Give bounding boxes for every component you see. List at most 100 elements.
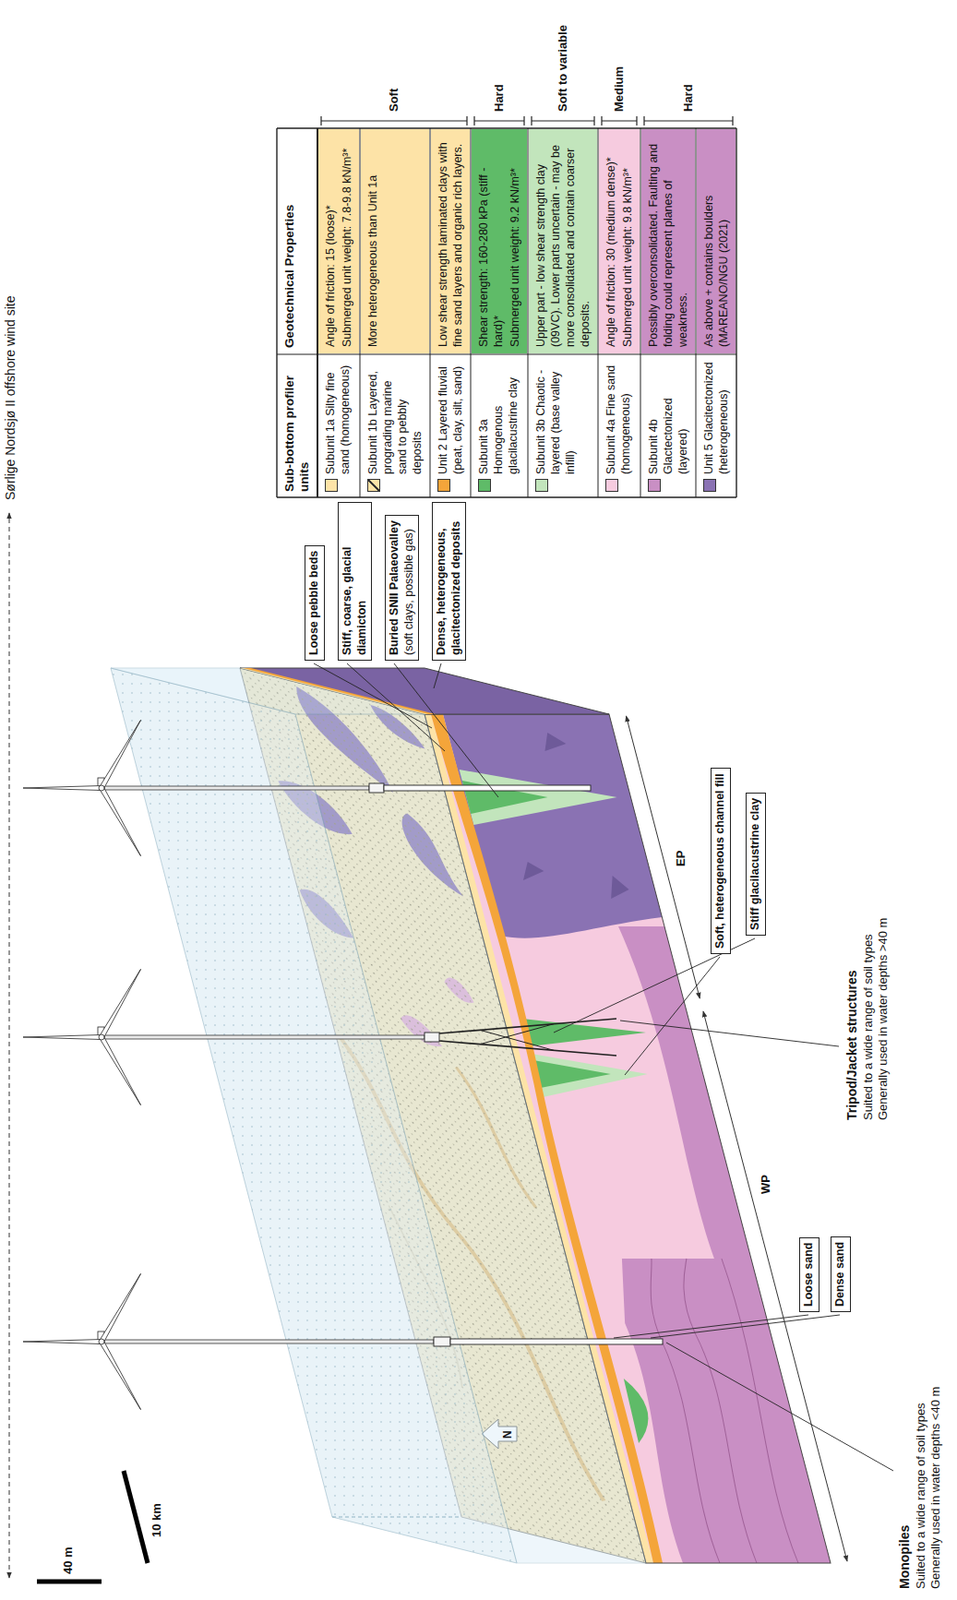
legend-item: Subunit 4b Glactectonized (layered) [645,359,691,492]
wind-turbine [99,968,142,1039]
property-cell: Low shear strength laminated clays with … [430,129,470,354]
leader-line [613,1315,809,1339]
section-extent-line [703,1011,848,1562]
legend-swatch [478,478,491,492]
scale-label: 10 km [149,1503,165,1538]
cross-section [673,1258,766,1564]
wind-turbine [23,1035,102,1041]
callout-box: Stiff, coarse, glacial diamicton [337,502,372,661]
cross-section [605,875,633,899]
callout-box: Dense sand [830,1236,851,1313]
wind-turbine [99,719,142,790]
wind-turbine [99,787,142,857]
wind-turbine [23,786,102,791]
box-text: Stiff, coarse, glacial diamicton [340,507,370,656]
legend-item: Unit 2 Layered fluvial (peat, clay, silt… [435,359,466,492]
leader-line [624,957,720,1076]
legend-swatch [647,478,661,492]
foundation-note: Generally used in water depths <40 m [928,1387,944,1590]
section-extent-line [626,716,701,999]
legend-text: Subunit 4b Glactectonized (layered) [645,359,691,492]
north-label: N [501,1430,515,1439]
section-label: EP [673,850,689,867]
foundation-note: Generally used in water depths >40 m [875,918,891,1121]
bracket-line [523,116,525,126]
wind-turbine [98,785,105,791]
legend-text: Subunit 1b Layered, prograding marine sa… [365,359,425,492]
legend-swatch [367,478,381,492]
bracket-line [531,119,595,121]
legend-text: Unit 5 Glacitectonized (heterogeneous) [701,359,731,492]
box-text: Soft, heterogeneous channel fill [713,773,729,949]
legend-item: Subunit 3a Homogenous glacilacustrine cl… [476,359,521,492]
legend-swatch [535,478,549,492]
callout-box: Stiff glacilacustrine clay [745,792,766,936]
table-rule [276,496,737,498]
cross-section [618,926,752,1259]
wind-turbine [23,1339,102,1345]
bracket-line [643,116,645,126]
wind-turbine [23,1273,663,1410]
leader-line [433,663,442,689]
water-box [332,1517,462,1519]
wind-turbine [99,1036,142,1106]
callout-box: Loose pebble beds [304,545,325,661]
legend-swatch [703,478,717,492]
box-text: Submerged unit weight: 7.8-9.8 kN/m³* [339,135,355,347]
strength-class: Soft [386,88,402,112]
cross-section [518,861,547,881]
foundation-title: Monopiles [897,1525,913,1590]
wind-turbine [98,1339,105,1345]
wind-turbine [23,968,617,1105]
wind-turbine [433,1337,451,1347]
callout-box: Dense, heterogeneous, glacitectonized de… [431,502,467,661]
legend-item: Subunit 1a Silty fine sand (homogeneous) [322,359,353,492]
wind-turbine [479,1029,554,1051]
box-text: Buried SNII Palaeovalley [387,520,403,656]
bracket-line [466,116,467,126]
foundation-note: Suited to a wide range of soil types [861,933,876,1121]
foundation-note: Suited to a wide range of soil types [913,1402,929,1590]
callout-box: Loose sand [799,1237,820,1313]
legend-text: Subunit 3a Homogenous glacilacustrine cl… [476,359,521,492]
box-text: As above + contains boulders (MAREANO/NG… [701,135,731,347]
box-text: Shear strength: 160-280 kPa (stiff - har… [476,135,506,347]
box-text: More heterogeneous than Unit 1a [365,135,381,347]
bracket-line [473,116,475,126]
section-label: WP [758,1174,774,1195]
box-text: Loose pebble beds [307,550,323,656]
box-text: Dense, heterogeneous, glacitectonized de… [434,507,464,656]
scale-label: 40 m [60,1546,76,1575]
box-text: Angle of friction: 15 (loose)* [322,135,338,347]
wind-turbine [23,719,591,856]
depth-scale-bar [36,1579,102,1585]
water-box [110,668,646,1564]
table-rule [735,128,737,498]
cross-section [539,732,568,752]
cross-section [459,769,625,826]
table-header: Geotechnical Properties [282,134,298,348]
distance-scale-bar [123,1471,148,1564]
legend-text: Subunit 3b Chaotic - layered (base valle… [533,359,578,492]
property-cell: More heterogeneous than Unit 1a [360,129,430,354]
legend-swatch [324,478,338,492]
box-text: Possibly overconsolidated. Faulting and … [645,135,691,347]
bracket-line [635,116,637,126]
box-text: (soft clays, possible gas) [402,520,418,656]
legend-text: Unit 2 Layered fluvial (peat, clay, silt… [435,359,466,492]
table-rule [275,128,277,498]
water-box [110,668,517,1564]
water-box [110,668,517,1564]
legend-item: Subunit 4a Fine sand (homogeneous) [603,359,634,492]
cross-section [531,1053,654,1098]
property-cell: As above + contains boulders (MAREANO/NG… [696,129,736,354]
bracket-line [321,119,467,121]
bracket-line [320,116,322,126]
wind-turbine [383,785,591,791]
property-cell: Shear strength: 160-280 kPa (stiff - har… [471,129,527,354]
box-text: Stiff glacilacustrine clay [748,798,764,931]
leader-line [313,663,432,729]
wind-turbine [98,1034,105,1041]
legend-text: Subunit 1a Silty fine sand (homogeneous) [322,359,353,492]
